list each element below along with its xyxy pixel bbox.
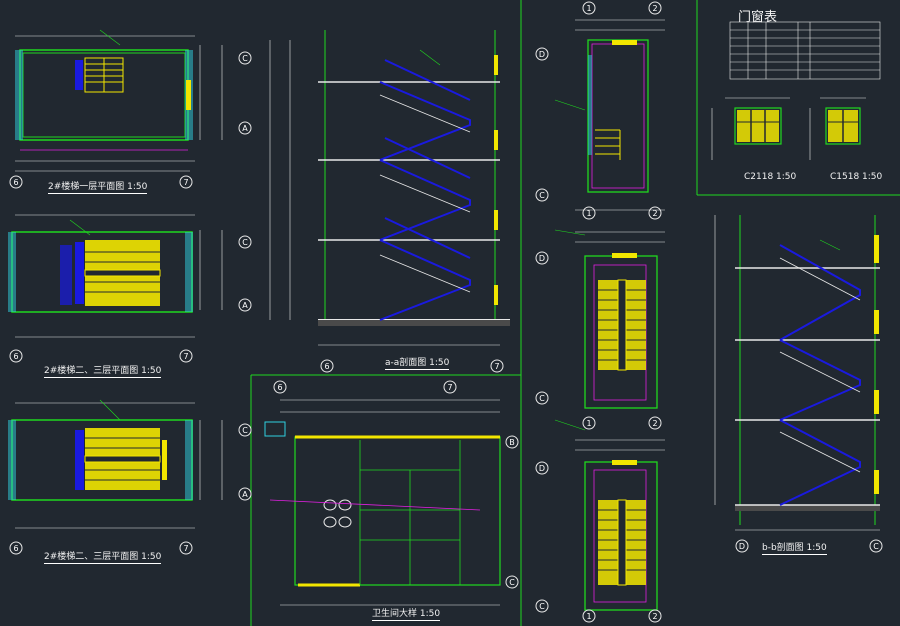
grid-bubble-6-aa: 6 (324, 362, 329, 371)
grid-bubble-1-mid: 1 (586, 209, 591, 218)
section-bb (714, 215, 880, 531)
stair-plan-top (575, 19, 665, 211)
grid-bubble-A: A (242, 124, 248, 133)
grid-bubble-6-2: 6 (13, 352, 18, 361)
grid-bubble-2-mid: 2 (652, 209, 657, 218)
grid-bubble-6: 6 (13, 178, 18, 187)
grid-bubble-7-toilet: 7 (447, 383, 452, 392)
stair-plan-bottom (575, 439, 665, 611)
title-door-window-table: 门窗表 (738, 10, 778, 25)
grid-bubble-1-mid-b: 1 (586, 419, 591, 428)
grid-bubble-A-3: A (242, 490, 248, 499)
sheet-frame-lines (250, 0, 900, 626)
title-section-bb: b-b剖面图 1:50 (762, 540, 827, 555)
floor23a-plan (8, 214, 223, 338)
grid-bubble-D-bb: D (739, 542, 745, 551)
grid-bubble-2-top: 2 (652, 4, 657, 13)
grid-bubble-C-top: C (539, 191, 545, 200)
title-floor23-plan-a: 2#楼梯二、三层平面图 1:50 (44, 363, 162, 378)
title-section-aa: a-a剖面图 1:50 (385, 355, 450, 370)
title-floor23-plan-b: 2#楼梯二、三层平面图 1:50 (44, 549, 162, 564)
grid-bubble-6-3: 6 (13, 544, 18, 553)
title-floor1-plan: 2#楼梯一层平面图 1:50 (48, 179, 148, 194)
grid-bubble-C-bb: C (873, 542, 879, 551)
grid-bubble-2-mid-b: 2 (652, 419, 657, 428)
window-c2118 (711, 97, 790, 160)
grid-bubble-7-aa: 7 (494, 362, 499, 371)
grid-bubble-C-toilet: C (509, 578, 515, 587)
grid-bubble-D-mid: D (539, 254, 545, 263)
grid-bubble-C-mid: C (539, 394, 545, 403)
grid-bubble-B-toilet: B (509, 438, 515, 447)
grid-bubble-6-toilet: 6 (277, 383, 282, 392)
grid-bubble-7: 7 (183, 178, 188, 187)
toilet-detail-plan (264, 399, 501, 606)
floor1-plan (15, 35, 223, 172)
title-window-c1518: C1518 1:50 (830, 172, 883, 182)
section-aa (269, 30, 510, 346)
title-window-c2118: C2118 1:50 (744, 172, 797, 182)
grid-bubble-A-2: A (242, 301, 248, 310)
grid-bubble-2-bot: 2 (652, 612, 657, 621)
grid-bubble-C-2: C (242, 238, 248, 247)
floor23b-plan (8, 402, 223, 529)
title-toilet-detail: 卫生间大样 1:50 (372, 606, 441, 621)
window-c1518 (809, 97, 866, 160)
grid-bubble-C-bot: C (539, 602, 545, 611)
grid-bubble-7-3: 7 (183, 544, 188, 553)
grid-bubble-D-top: D (539, 50, 545, 59)
grid-bubble-1-bot: 1 (586, 612, 591, 621)
grid-bubble-1-top: 1 (586, 4, 591, 13)
leader-lines (69, 29, 841, 431)
door-window-table (729, 21, 881, 80)
grid-bubble-C-3: C (242, 426, 248, 435)
stair-plan-middle (575, 231, 665, 409)
grid-bubble-7-2: 7 (183, 352, 188, 361)
grid-bubble-D-bot: D (539, 464, 545, 473)
grid-bubble-C: C (242, 54, 248, 63)
